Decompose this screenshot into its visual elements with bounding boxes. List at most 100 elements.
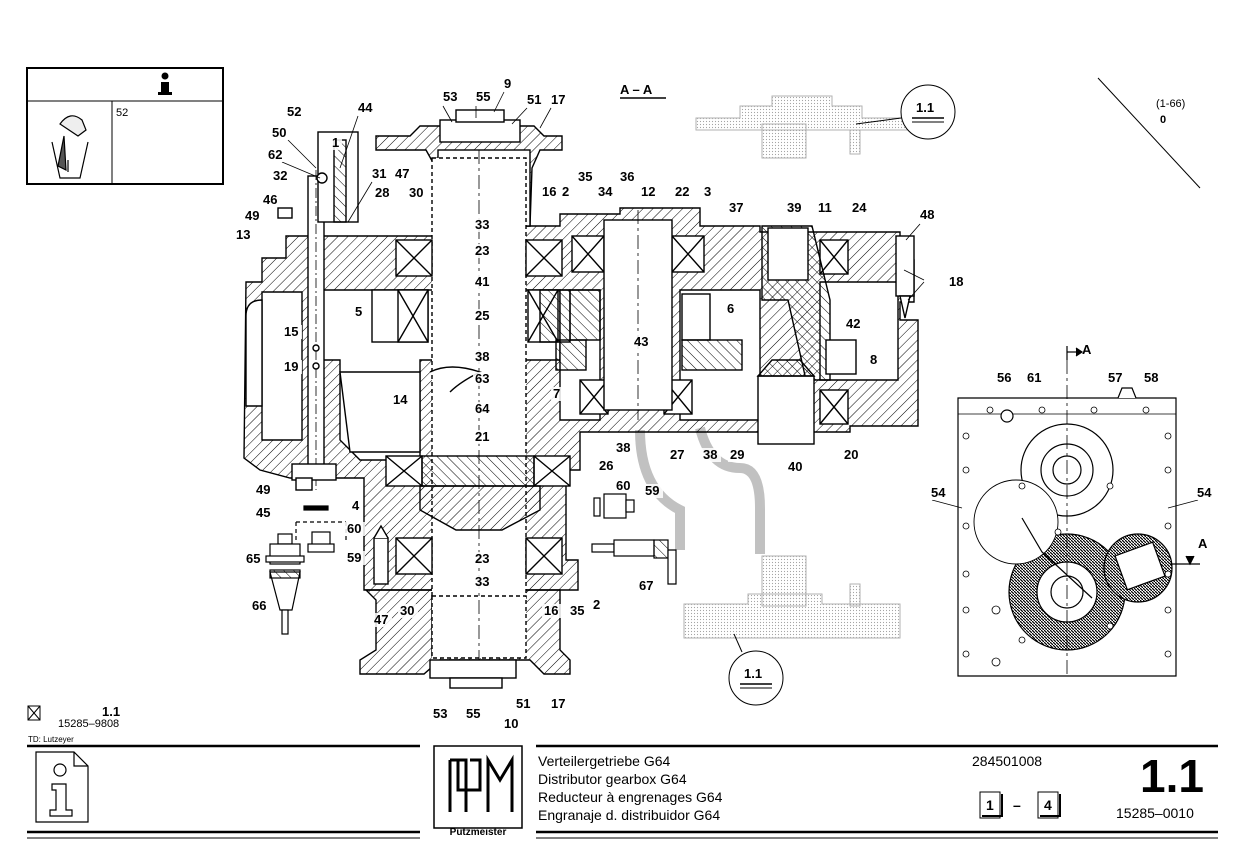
part-label-49: 49	[256, 482, 270, 497]
part-label-bg	[473, 218, 493, 232]
part-label-bg	[643, 484, 663, 498]
part-label-bg	[929, 486, 949, 500]
part-label-26: 26	[599, 458, 613, 473]
part-label-2: 2	[562, 184, 569, 199]
part-label-17: 17	[551, 92, 565, 107]
part-label-59: 59	[347, 550, 361, 565]
part-label-bg	[254, 506, 274, 520]
part-label-7: 7	[553, 386, 560, 401]
ref-callout-bottom: 1.1	[728, 633, 784, 706]
part-label-36: 36	[620, 169, 634, 184]
part-label-bg	[844, 317, 864, 331]
part-label-6: 6	[727, 301, 734, 316]
part-label-67: 67	[639, 578, 653, 593]
part-label-24: 24	[852, 200, 867, 215]
part-label-bg	[372, 613, 392, 627]
part-label-bg	[728, 448, 748, 462]
logo-text: Putzmeister	[450, 827, 507, 838]
part-label-31: 31	[372, 166, 386, 181]
part-label-bg	[918, 208, 938, 222]
part-label-19: 19	[284, 359, 298, 374]
document-info-icon	[35, 751, 89, 823]
part-label-bg	[373, 186, 393, 200]
part-label-bg	[725, 302, 737, 316]
part-label-bg	[701, 448, 721, 462]
part-label-bg	[637, 579, 657, 593]
part-label-bg	[473, 402, 493, 416]
part-label-54: 54	[931, 485, 946, 500]
part-label-34: 34	[598, 184, 613, 199]
sheet-ref: 1.1 15285–9808 TD: Lutzeyer	[27, 704, 120, 744]
title-es: Engranaje d. distribuidor G64	[538, 807, 720, 823]
part-label-30: 30	[400, 603, 414, 618]
part-label-bg	[350, 499, 362, 513]
part-label-bg	[786, 460, 806, 474]
part-label-bg	[250, 599, 270, 613]
part-label-bg	[464, 707, 484, 721]
page-separator: –	[1013, 797, 1021, 813]
part-label-47: 47	[395, 166, 409, 181]
part-label-bg	[502, 77, 514, 91]
part-label-bg	[1106, 371, 1126, 385]
part-label-3: 3	[704, 184, 711, 199]
part-label-60: 60	[347, 521, 361, 536]
revision-mark: (1-66) 0	[1097, 77, 1201, 189]
part-label-13: 13	[236, 227, 250, 242]
part-label-10: 10	[504, 716, 518, 731]
part-label-bg	[591, 598, 603, 612]
part-label-60: 60	[616, 478, 630, 493]
part-label-bg	[356, 101, 376, 115]
part-label-bg	[785, 201, 805, 215]
part-label-48: 48	[920, 207, 934, 222]
leader-lines	[281, 91, 1199, 509]
part-label-61: 61	[1027, 370, 1041, 385]
title-fr: Reducteur à engrenages G64	[538, 789, 723, 805]
part-label-bg	[514, 697, 534, 711]
part-label-42: 42	[846, 316, 860, 331]
part-label-bg	[282, 360, 302, 374]
part-label-62: 62	[268, 147, 282, 162]
part-label-29: 29	[730, 447, 744, 462]
part-label-47: 47	[374, 612, 388, 627]
part-label-bg	[473, 244, 493, 258]
part-label-bg	[353, 305, 365, 319]
front-view	[957, 346, 1200, 677]
part-label-bg	[816, 201, 836, 215]
revision-value: 0	[1160, 114, 1166, 126]
part-label-bg	[868, 353, 880, 367]
info-icon	[158, 72, 172, 95]
part-label-bg	[271, 169, 291, 183]
part-label-38: 38	[475, 349, 489, 364]
part-label-49: 49	[245, 208, 259, 223]
part-label-bg	[407, 186, 427, 200]
part-number: 284501008	[972, 753, 1042, 769]
part-label-bg	[502, 717, 522, 731]
part-label-23: 23	[475, 243, 489, 258]
part-label-25: 25	[475, 308, 489, 323]
part-label-bg	[1025, 371, 1045, 385]
part-label-bg	[473, 309, 493, 323]
part-label-55: 55	[476, 89, 490, 104]
part-label-bg	[473, 350, 493, 364]
sheet-ref-author: TD: Lutzeyer	[28, 735, 74, 744]
page-from: 1	[986, 797, 994, 813]
sensor-group-right	[591, 493, 677, 585]
info-box-value: 52	[116, 107, 128, 119]
info-box: 52	[26, 67, 224, 185]
part-label-53: 53	[433, 706, 447, 721]
part-label-bg	[370, 167, 390, 181]
part-label-bg	[597, 459, 617, 473]
part-label-bg	[330, 136, 342, 150]
part-label-58: 58	[1144, 370, 1158, 385]
part-label-bg	[441, 90, 461, 104]
part-label-bg	[618, 170, 638, 184]
part-label-56: 56	[997, 370, 1011, 385]
part-label-bg	[525, 93, 545, 107]
view-marker-right: A	[1198, 536, 1208, 551]
part-label-44: 44	[358, 100, 373, 115]
part-label-bg	[568, 604, 588, 618]
part-label-18: 18	[949, 274, 963, 289]
sensor-group-left	[265, 505, 347, 635]
part-label-bg	[551, 387, 563, 401]
